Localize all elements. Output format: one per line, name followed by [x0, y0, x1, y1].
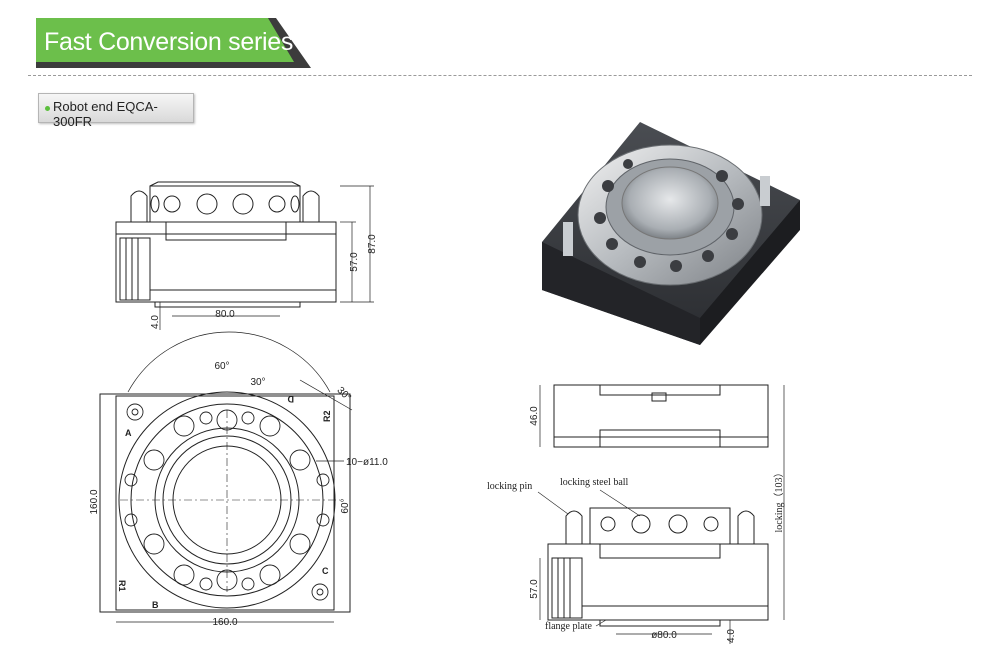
- side-dim-flange: 80.0: [215, 309, 235, 320]
- locking-dim: locking（103）: [773, 468, 785, 533]
- section-view: [537, 384, 785, 644]
- top-hole-spec: 10−ø11.0: [346, 457, 388, 468]
- side-dim-flange-thick: 4.0: [150, 315, 161, 329]
- mark-c: C: [322, 566, 329, 576]
- top-angle-d: 60°: [340, 498, 351, 513]
- model-label: Robot end EQCA-300FR: [53, 99, 158, 129]
- section-dim-flange-thick: 4.0: [726, 629, 737, 643]
- mark-r1: R1: [117, 580, 127, 592]
- series-title: Fast Conversion series: [44, 28, 294, 56]
- model-tag: Robot end EQCA-300FR: [38, 93, 194, 129]
- bullet-icon: [45, 106, 50, 111]
- top-angle-a: 60°: [214, 361, 229, 372]
- section-dim-body: 57.0: [529, 579, 540, 599]
- series-banner: Fast Conversion series: [36, 18, 311, 68]
- mark-d: D: [287, 394, 294, 404]
- mark-a: A: [125, 428, 132, 438]
- top-dim-height: 160.0: [89, 489, 100, 514]
- top-view: [99, 331, 353, 623]
- callout-flange-plate: flange plate: [545, 621, 592, 632]
- side-dim-body: 57.0: [349, 252, 360, 272]
- section-dim-top: 46.0: [529, 406, 540, 426]
- callout-locking-ball: locking steel ball: [560, 477, 629, 488]
- banner-shape: [36, 18, 311, 68]
- mark-r2: R2: [322, 410, 332, 422]
- top-angle-b: 30°: [250, 377, 265, 388]
- header-divider: [28, 75, 972, 76]
- product-render: [542, 122, 800, 345]
- side-dim-total: 87.0: [367, 234, 378, 254]
- callout-locking-pin: locking pin: [487, 481, 533, 492]
- top-dim-width: 160.0: [212, 617, 237, 628]
- side-view: [115, 181, 374, 330]
- section-dim-flange: ø80.0: [651, 630, 677, 641]
- mark-b: B: [152, 600, 159, 610]
